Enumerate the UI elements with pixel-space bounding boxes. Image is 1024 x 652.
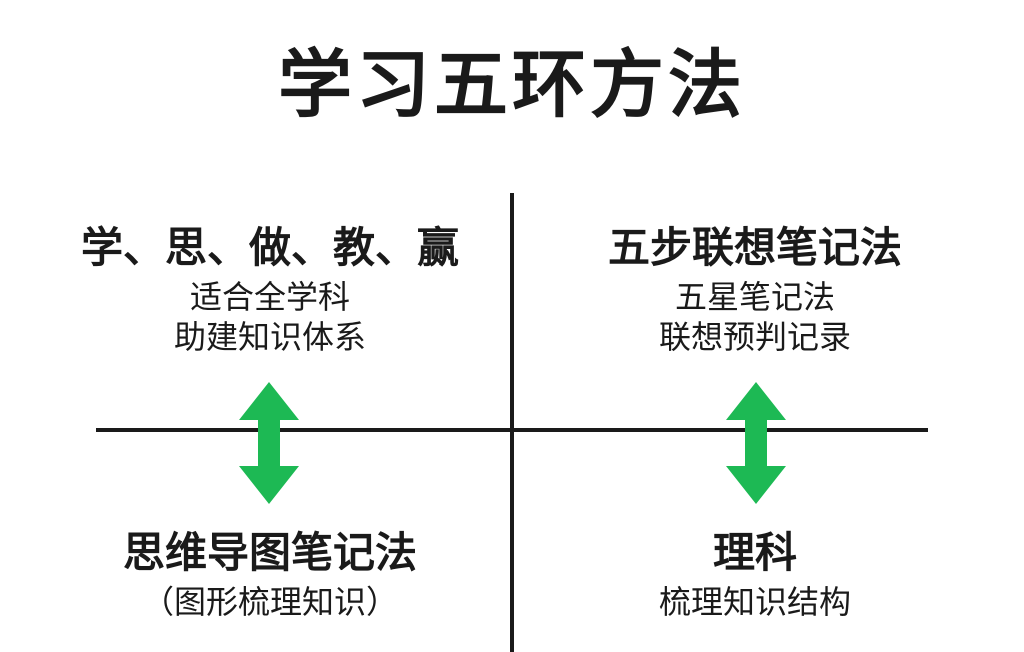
quadrant-bottom-right: 理科 梳理知识结构 xyxy=(540,528,970,621)
horizontal-divider xyxy=(96,428,928,432)
quadrant-line: 联想预判记录 xyxy=(658,318,851,356)
quadrant-heading: 理科 xyxy=(712,528,797,577)
double-vertical-arrow-icon xyxy=(239,382,299,504)
quadrant-heading: 思维导图笔记法 xyxy=(122,528,417,577)
quadrant-top-left: 学、思、做、教、赢 适合全学科 助建知识体系 xyxy=(60,223,480,356)
quadrant-bottom-left: 思维导图笔记法 （图形梳理知识） xyxy=(60,528,480,621)
double-vertical-arrow-icon xyxy=(726,382,786,504)
page-title: 学习五环方法 xyxy=(278,42,746,128)
quadrant-line: 梳理知识结构 xyxy=(658,583,851,621)
quadrant-line: （图形梳理知识） xyxy=(141,583,398,621)
quadrant-line: 适合全学科 xyxy=(189,278,350,316)
quadrant-heading: 学、思、做、教、赢 xyxy=(80,223,459,272)
vertical-divider xyxy=(510,193,514,652)
quadrant-top-right: 五步联想笔记法 五星笔记法 联想预判记录 xyxy=(540,223,970,356)
quadrant-heading: 五步联想笔记法 xyxy=(607,223,902,272)
quadrant-line: 五星笔记法 xyxy=(674,278,835,316)
quadrant-line: 助建知识体系 xyxy=(173,318,366,356)
